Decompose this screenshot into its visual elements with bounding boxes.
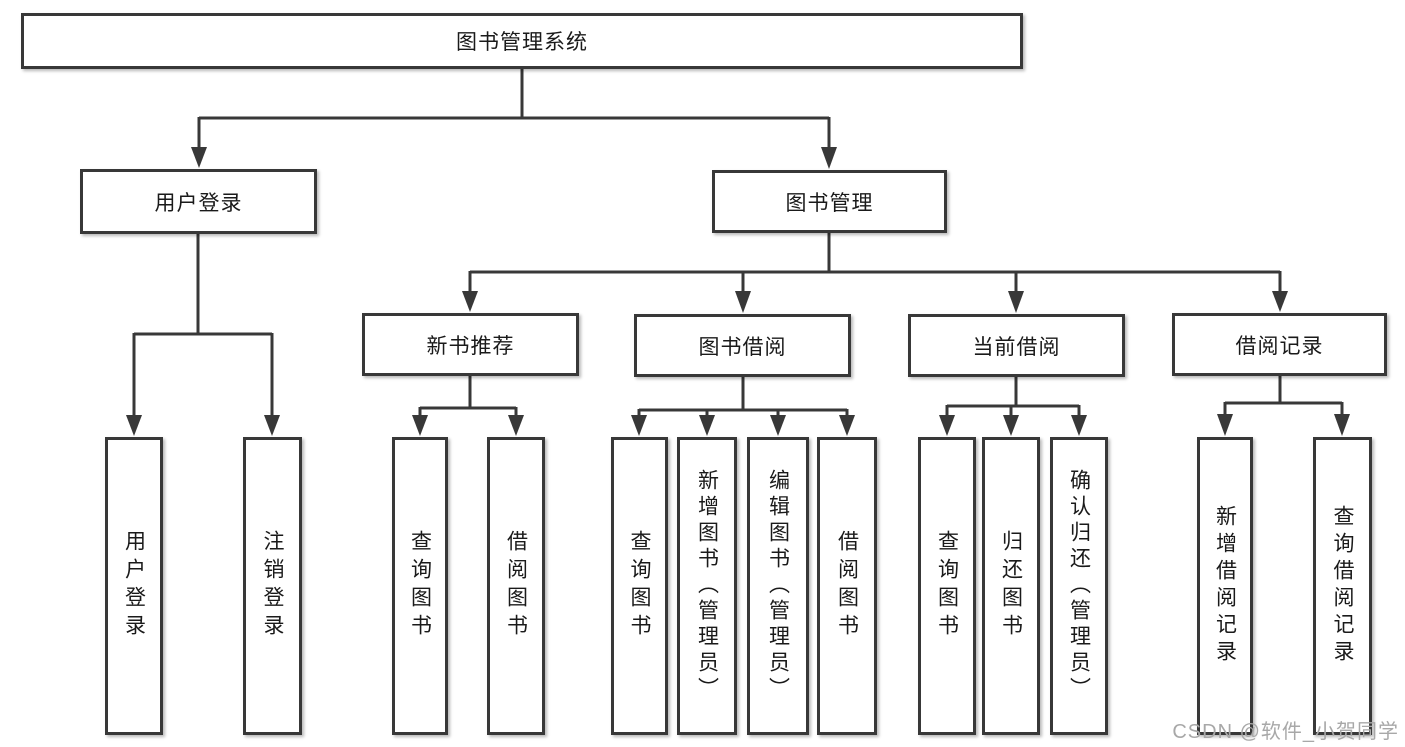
arrowhead-icons bbox=[126, 147, 1350, 436]
leaf-borrow-books-recommend: 借阅图书 bbox=[487, 437, 545, 735]
node-current-borrowing: 当前借阅 bbox=[908, 314, 1125, 377]
leaf-add-books-admin: 新增图书（管理员） bbox=[677, 437, 737, 735]
leaf-query-books-current: 查询图书 bbox=[918, 437, 976, 735]
leaf-user-login: 用户登录 bbox=[105, 437, 163, 735]
watermark-text: CSDN @软件_小贺同学 bbox=[1172, 721, 1399, 743]
node-book-management: 图书管理 bbox=[712, 170, 947, 233]
leaf-add-borrow-record: 新增借阅记录 bbox=[1197, 437, 1253, 735]
leaf-query-books-borrowing: 查询图书 bbox=[611, 437, 668, 735]
node-root-library-system: 图书管理系统 bbox=[21, 13, 1023, 69]
leaf-confirm-return-admin: 确认归还（管理员） bbox=[1050, 437, 1108, 735]
node-borrowing-records: 借阅记录 bbox=[1172, 313, 1387, 376]
leaf-logout: 注销登录 bbox=[243, 437, 302, 735]
node-new-book-recommendation: 新书推荐 bbox=[362, 313, 579, 376]
node-user-login: 用户登录 bbox=[80, 169, 317, 234]
node-book-borrowing: 图书借阅 bbox=[634, 314, 851, 377]
leaf-borrow-books: 借阅图书 bbox=[817, 437, 877, 735]
leaf-edit-books-admin: 编辑图书（管理员） bbox=[747, 437, 809, 735]
leaf-return-books: 归还图书 bbox=[982, 437, 1040, 735]
leaf-query-borrow-record: 查询借阅记录 bbox=[1313, 437, 1372, 735]
leaf-query-books-recommend: 查询图书 bbox=[392, 437, 448, 735]
